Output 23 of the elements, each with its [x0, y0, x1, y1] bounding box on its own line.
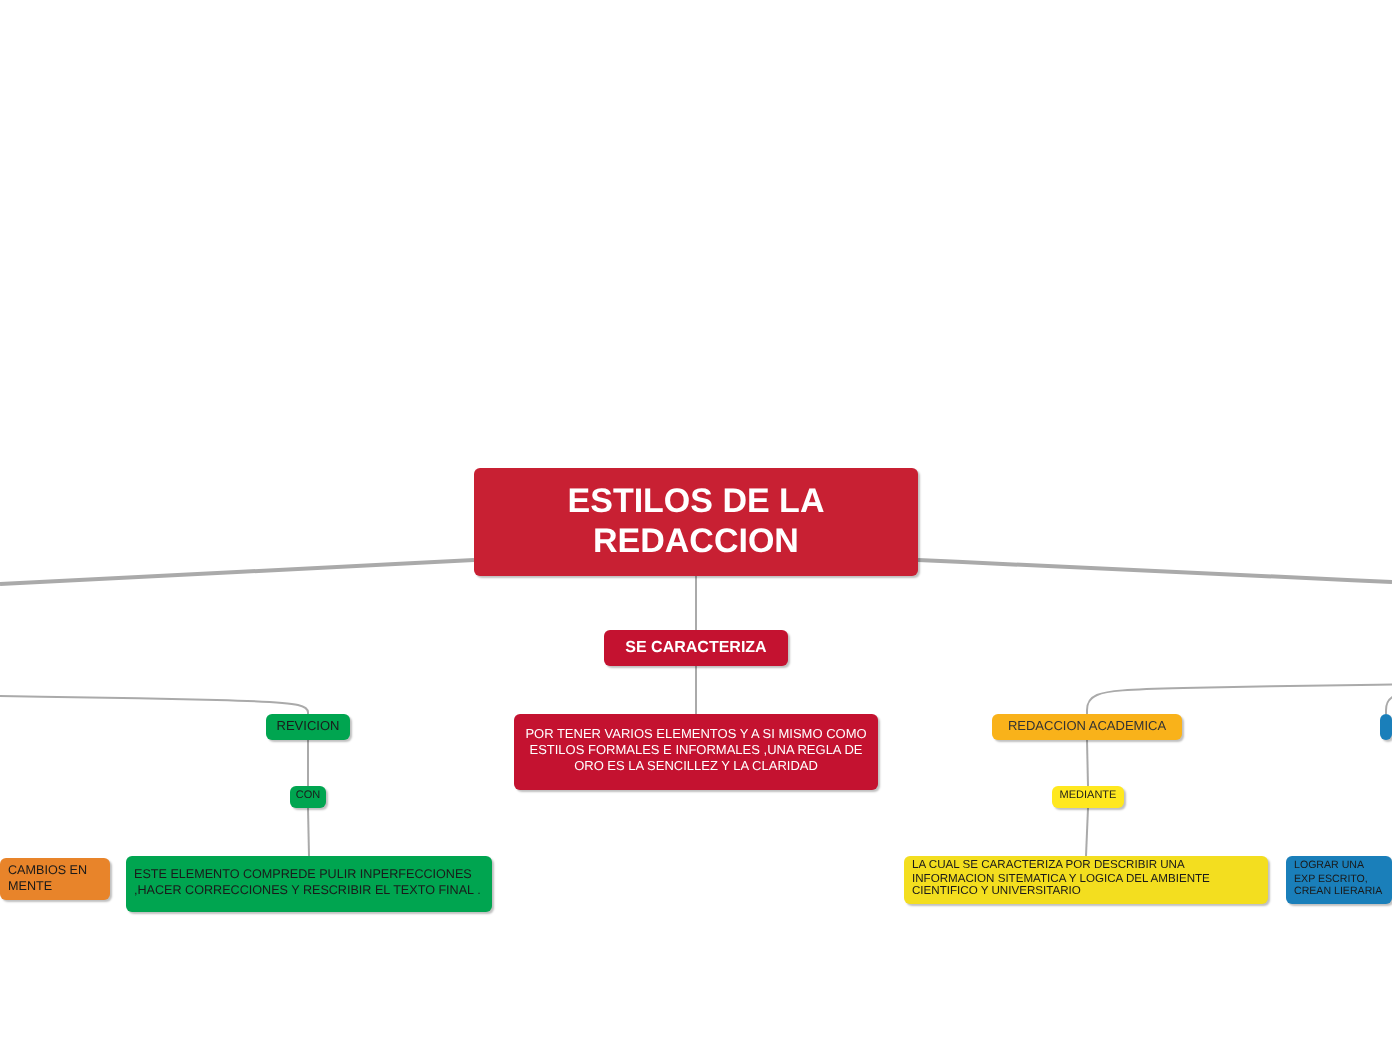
topic-box	[1380, 714, 1392, 740]
connector-line	[917, 558, 1392, 584]
topic-box	[904, 856, 1268, 904]
topic-box	[266, 714, 350, 740]
topic-box	[992, 714, 1182, 740]
connector-line	[1086, 683, 1392, 715]
topic-box	[0, 858, 110, 900]
topic-box	[474, 468, 918, 576]
topic-text: SE CARACTERIZA	[623, 638, 769, 658]
connector-line	[0, 558, 475, 586]
connector-line	[695, 665, 697, 715]
connector-line	[1086, 739, 1089, 787]
topic-box	[126, 856, 492, 912]
connector-line	[1085, 807, 1089, 857]
connector-line	[307, 807, 310, 857]
topic-box	[1286, 856, 1392, 904]
topic-box	[1052, 786, 1124, 808]
topic-text: ESTILOS DE LA REDACCION	[565, 481, 827, 563]
connector-line	[0, 695, 309, 715]
connector-line	[307, 739, 309, 787]
connector-line	[695, 575, 697, 631]
topic-box	[604, 630, 788, 666]
topic-box	[514, 714, 878, 790]
